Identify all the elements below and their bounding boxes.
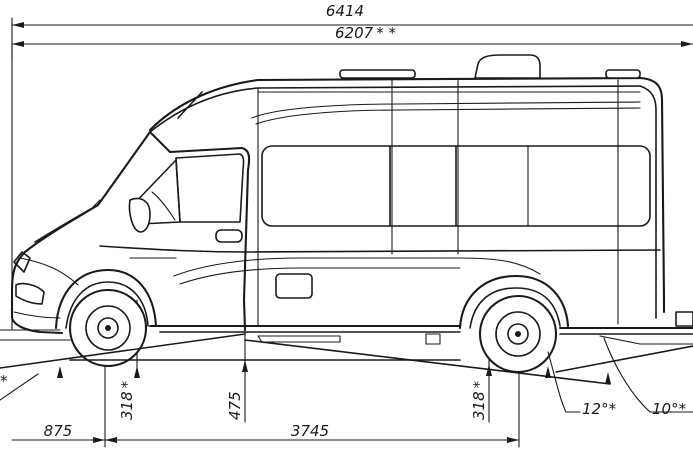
cut-mark-label: * [0,372,8,390]
front-ground-clearance-dimension: 318* [118,366,140,420]
departure-angle-label: 12°* [582,400,617,418]
angle-arrows [57,366,611,384]
front-overhang-label: 875 [44,422,73,440]
ramp-angle-label: 10°* [652,400,687,418]
extension-lines [11,43,520,448]
overall-length-label: 6414 [326,2,364,20]
body-length-dimension: 6207* * [11,24,693,47]
front-overhang-dimension: 875 [11,422,106,443]
wheelbase-label: 3745 [291,422,329,440]
mid-ground-clearance-dimension: 475 [226,360,248,420]
rear-ground-clearance-dimension: 318* [470,364,492,420]
front-ground-clearance-label: 318* [118,380,136,420]
front-wheel [68,288,148,368]
vehicle-body [10,54,693,345]
rear-wheel [478,294,558,374]
mid-ground-clearance-label: 475 [226,391,244,420]
overall-length-dimension: 6414 [11,2,693,61]
body-length-label: 6207* * [335,24,396,42]
rear-ground-clearance-label: 318* [470,380,488,420]
wheelbase-dimension: 3745 [104,422,520,443]
